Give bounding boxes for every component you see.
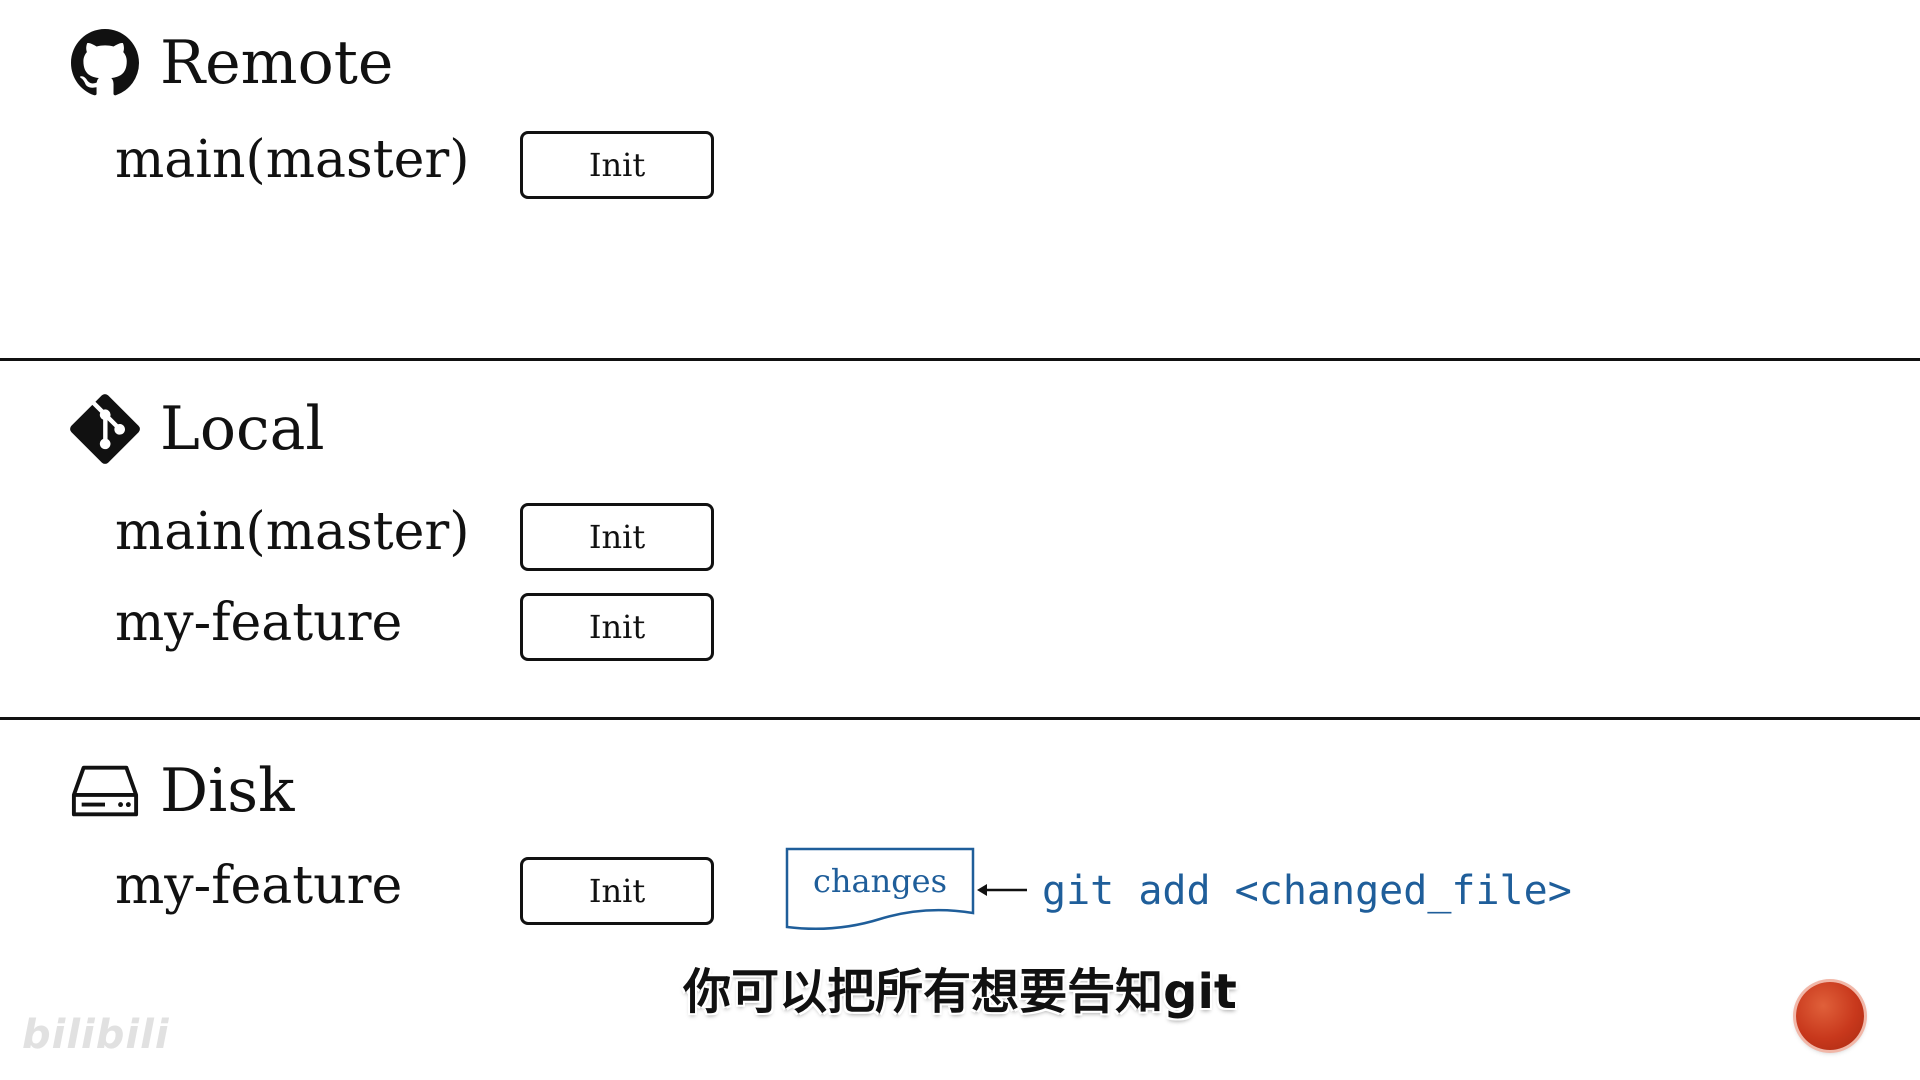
- changes-document-icon: [785, 847, 975, 931]
- section-divider-remote-local: [0, 358, 1920, 361]
- record-button[interactable]: [1796, 982, 1864, 1050]
- local-main-commit-init[interactable]: Init: [520, 503, 714, 571]
- arrow-left-icon: [977, 884, 1027, 896]
- disk-header: Disk: [70, 756, 294, 826]
- git-icon: [70, 394, 140, 464]
- local-header: Local: [70, 394, 325, 464]
- remote-main-commit-init[interactable]: Init: [520, 131, 714, 199]
- section-divider-local-disk: [0, 717, 1920, 720]
- local-branch-feature-label: my-feature: [115, 593, 403, 653]
- disk-title: Disk: [160, 756, 295, 826]
- github-icon: [70, 28, 140, 98]
- git-add-command: git add <changed_file>: [1042, 868, 1572, 914]
- remote-title: Remote: [160, 28, 394, 98]
- disk-feature-commit-init[interactable]: Init: [520, 857, 714, 925]
- changes-label: changes: [812, 862, 948, 900]
- local-branch-main-label: main(master): [115, 502, 470, 562]
- hard-drive-icon: [70, 756, 140, 826]
- remote-header: Remote: [70, 28, 393, 98]
- local-feature-commit-init[interactable]: Init: [520, 593, 714, 661]
- disk-branch-feature-label: my-feature: [115, 856, 403, 916]
- local-title: Local: [160, 394, 325, 464]
- remote-branch-main-label: main(master): [115, 130, 470, 190]
- video-subtitle: 你可以把所有想要告知git: [683, 964, 1237, 1020]
- bilibili-watermark: bilibili: [22, 1012, 170, 1058]
